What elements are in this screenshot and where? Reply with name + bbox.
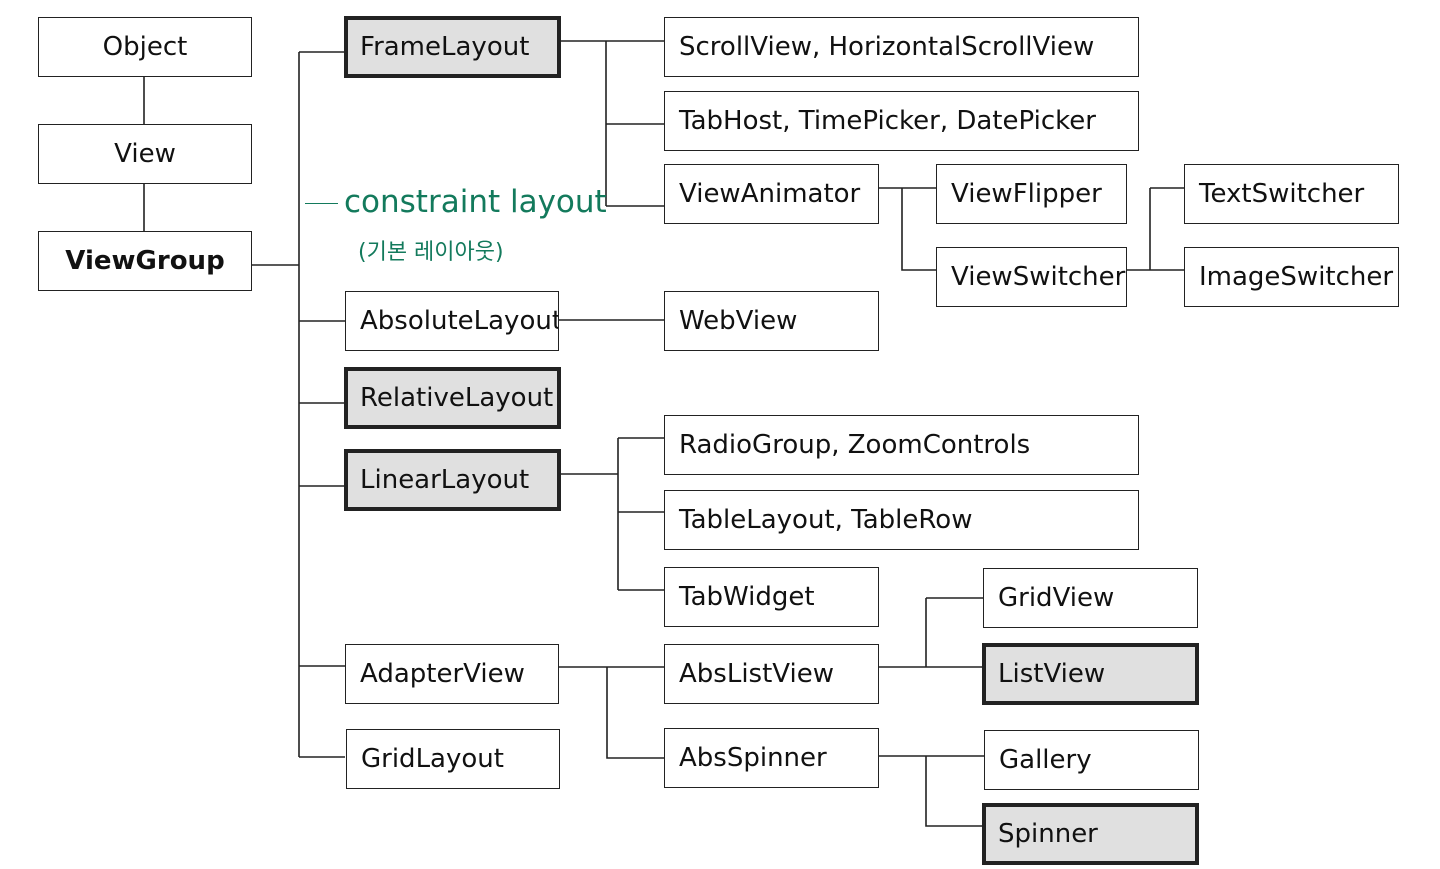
node-gallery: Gallery — [984, 730, 1199, 790]
node-tabhost: TabHost, TimePicker, DatePicker — [664, 91, 1139, 151]
connector-viewswitcher-trunk — [1126, 187, 1185, 271]
connector-adapterview-trunk — [558, 666, 665, 759]
node-viewswitcher: ViewSwitcher — [936, 247, 1127, 307]
connector-linearlayout-trunk — [560, 437, 665, 590]
node-spinner: Spinner — [982, 803, 1199, 865]
node-tabwidget: TabWidget — [664, 567, 879, 627]
node-absspinner: AbsSpinner — [664, 728, 879, 788]
node-viewanimator: ViewAnimator — [664, 164, 879, 224]
node-linearlayout: LinearLayout — [344, 449, 561, 511]
node-adapterview: AdapterView — [345, 644, 559, 704]
node-absolutelayout: AbsoluteLayout — [345, 291, 559, 351]
node-imageswitcher: ImageSwitcher — [1184, 247, 1399, 307]
connector-viewgroup-trunk — [251, 52, 300, 757]
node-abslistview: AbsListView — [664, 644, 879, 704]
node-gridlayout: GridLayout — [346, 729, 560, 789]
connector-viewanimator-trunk — [878, 187, 937, 271]
node-object: Object — [38, 17, 252, 77]
node-textswitcher: TextSwitcher — [1184, 164, 1399, 224]
annotation-default-layout: (기본 레이아웃) — [358, 240, 504, 265]
node-gridview: GridView — [983, 568, 1198, 628]
node-tablelayout: TableLayout, TableRow — [664, 490, 1139, 550]
node-framelayout: FrameLayout — [344, 16, 561, 78]
node-relativelayout: RelativeLayout — [344, 367, 561, 429]
annotation-dash — [305, 203, 338, 204]
node-view: View — [38, 124, 252, 184]
node-viewflipper: ViewFlipper — [936, 164, 1127, 224]
annotation-constraint-layout: constraint layout — [344, 184, 607, 220]
node-scrollview: ScrollView, HorizontalScrollView — [664, 17, 1139, 77]
connector-abslistview-trunk — [878, 597, 984, 668]
node-viewgroup: ViewGroup — [38, 231, 252, 291]
node-webview: WebView — [664, 291, 879, 351]
node-listview: ListView — [982, 643, 1199, 705]
connector-absspinner-trunk — [878, 755, 985, 827]
node-radiogroup: RadioGroup, ZoomControls — [664, 415, 1139, 475]
